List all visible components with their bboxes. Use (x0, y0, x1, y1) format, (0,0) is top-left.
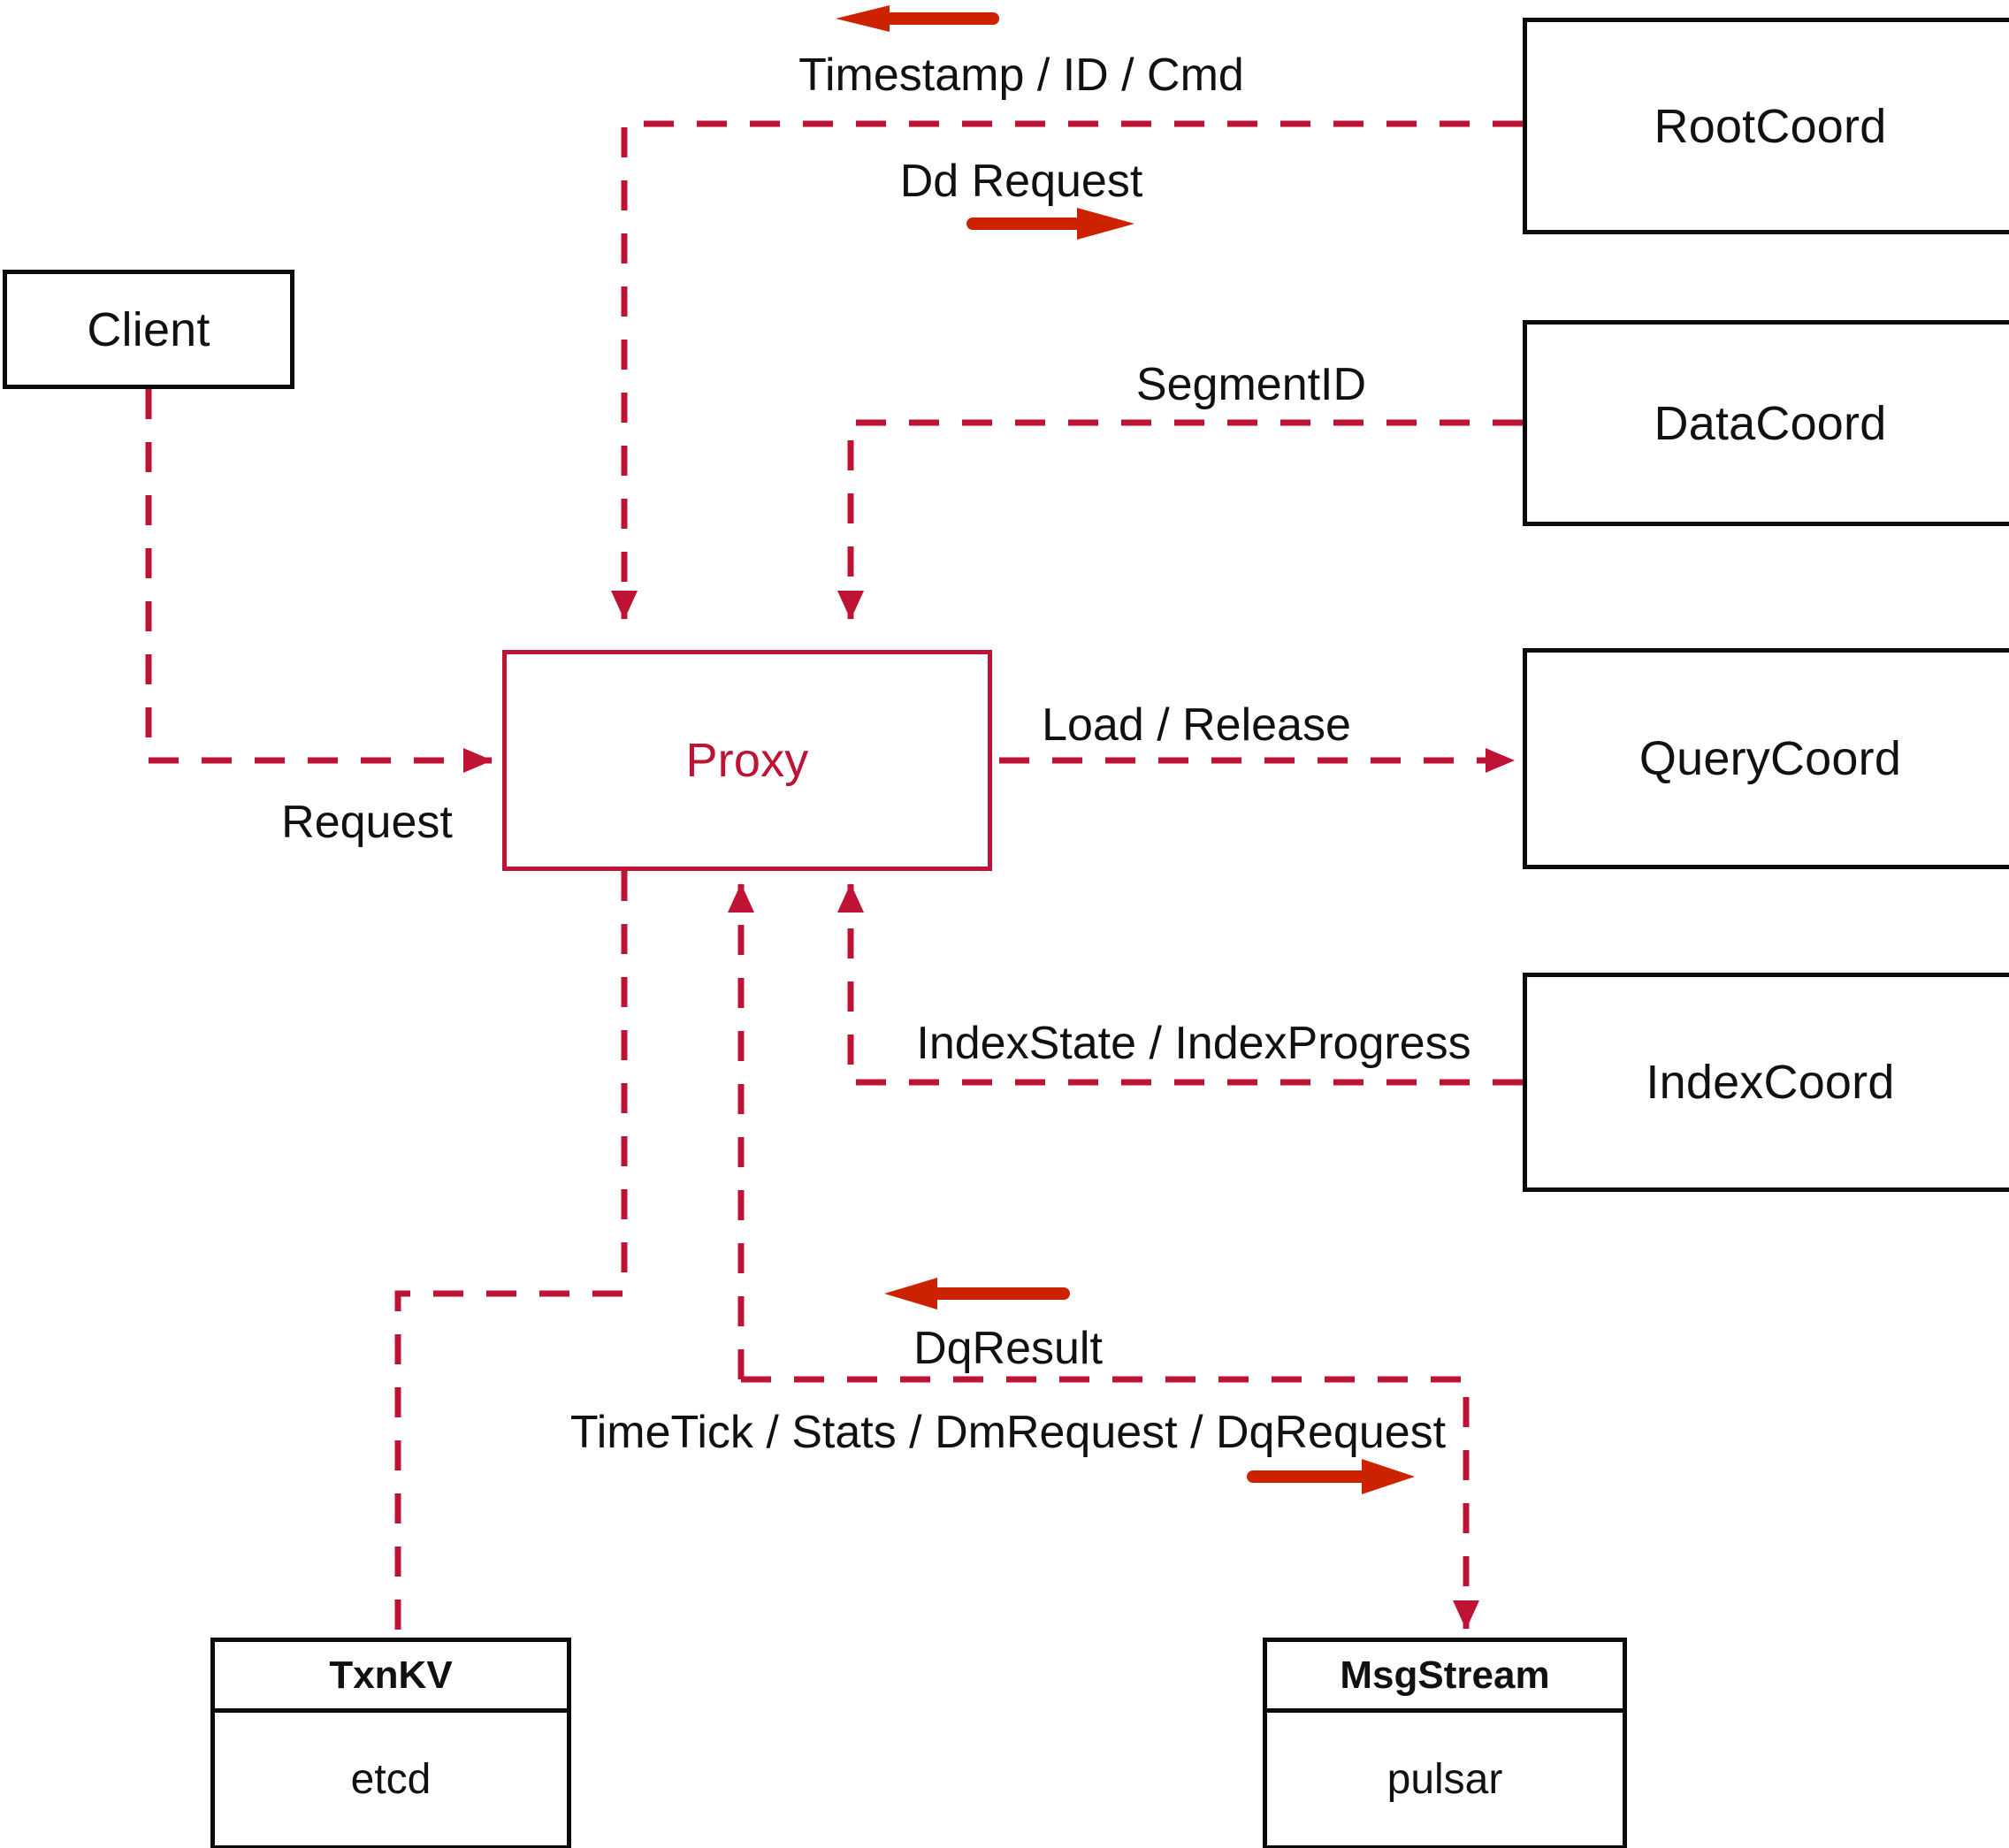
node-msgstream-impl: pulsar (1386, 1755, 1503, 1803)
edge-timetick-stats-dm-dq (741, 1376, 1479, 1630)
node-querycoord[interactable]: QueryCoord (1523, 648, 2009, 869)
node-proxy-label: Proxy (685, 734, 809, 787)
edge-request (145, 389, 493, 773)
node-proxy[interactable]: Proxy (502, 650, 992, 871)
edge-label-segment-id: SegmentID (1135, 359, 1367, 410)
solid-arrow-left-timestamp (836, 5, 999, 32)
edge-label-dq-result: DqResult (913, 1323, 1103, 1374)
node-querycoord-label: QueryCoord (1639, 732, 1902, 785)
node-txnkv-title: TxnKV (215, 1642, 567, 1713)
node-datacoord-label: DataCoord (1654, 396, 1887, 450)
edge-timestamp-id-cmd (611, 120, 1523, 620)
node-indexcoord[interactable]: IndexCoord (1523, 973, 2009, 1192)
edge-label-index-state-progress: IndexState / IndexProgress (916, 1018, 1471, 1069)
edge-label-timestamp-id-cmd: Timestamp / ID / Cmd (798, 50, 1244, 101)
node-rootcoord[interactable]: RootCoord (1523, 18, 2009, 234)
edge-txnkv-link (394, 871, 628, 1638)
edge-label-timetick-stats-dm-dq: TimeTick / Stats / DmRequest / DqRequest (569, 1407, 1447, 1458)
edge-label-load-release: Load / Release (1042, 699, 1351, 751)
node-datacoord[interactable]: DataCoord (1523, 320, 2009, 526)
node-msgstream[interactable]: MsgStream pulsar (1263, 1638, 1627, 1848)
node-rootcoord-label: RootCoord (1654, 99, 1887, 153)
solid-arrow-right-timetick (1247, 1459, 1415, 1494)
node-txnkv[interactable]: TxnKV etcd (210, 1638, 571, 1848)
node-txnkv-impl: etcd (350, 1755, 432, 1803)
node-client-label: Client (87, 302, 210, 356)
edge-index-state-progress (837, 883, 1523, 1086)
solid-direction-arrows (836, 5, 1415, 1494)
solid-arrow-left-dqresult (884, 1278, 1070, 1310)
node-indexcoord-label: IndexCoord (1646, 1056, 1895, 1109)
node-client[interactable]: Client (3, 270, 294, 389)
edge-label-request: Request (281, 797, 453, 848)
edge-segment-id (837, 419, 1523, 620)
node-msgstream-title: MsgStream (1267, 1642, 1623, 1713)
edge-label-dd-request: Dd Request (899, 156, 1143, 207)
solid-arrow-right-dd-request (966, 208, 1134, 240)
